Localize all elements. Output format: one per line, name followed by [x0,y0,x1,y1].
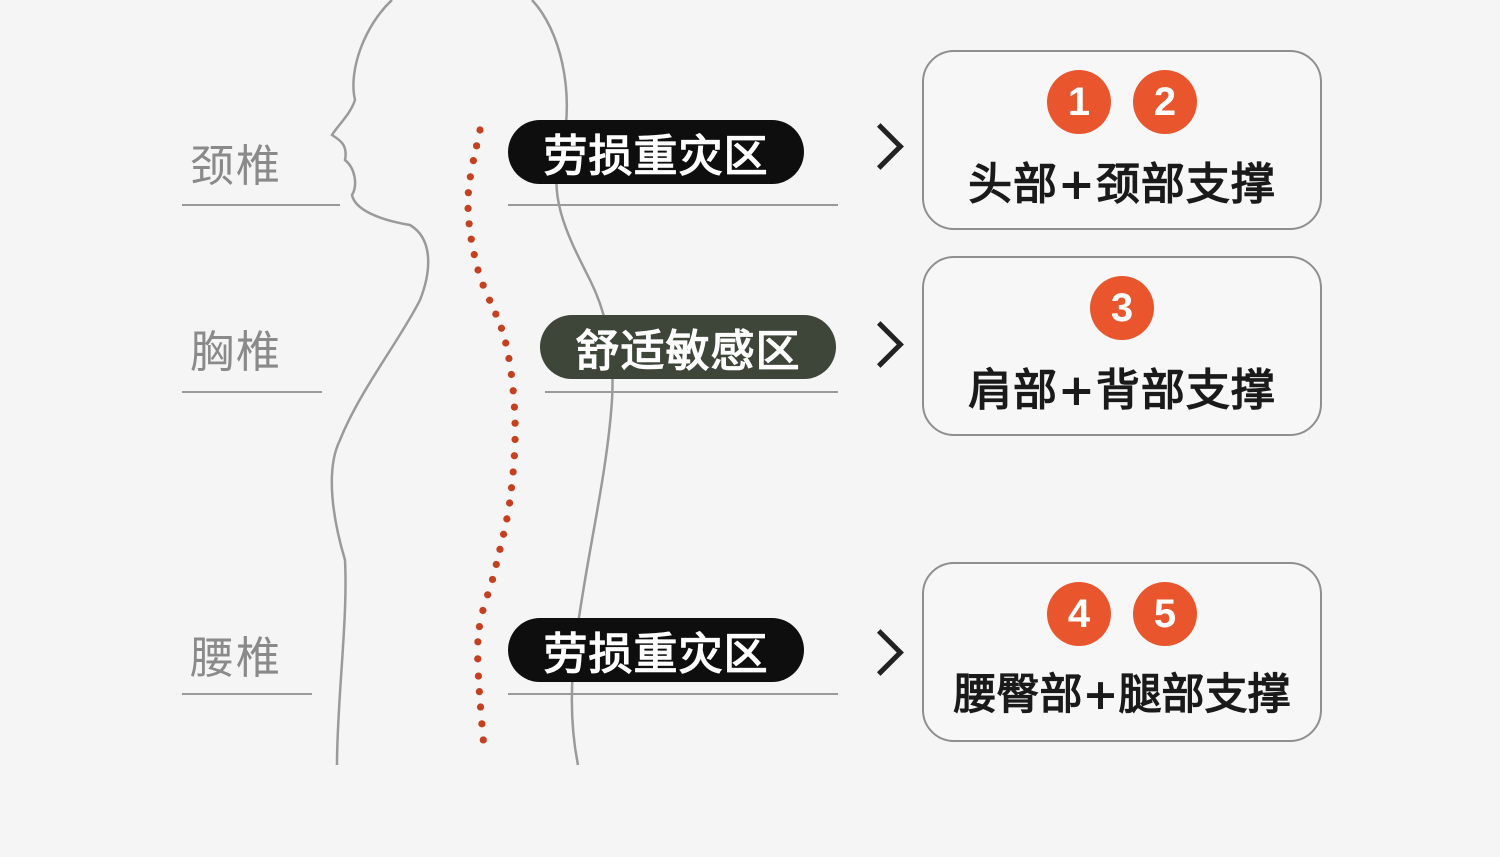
label-thoracic: 胸椎 [190,316,282,380]
spine-dot [473,142,480,149]
spine-dot [506,499,513,506]
spine-dot [511,420,518,427]
number-badge: 1 [1047,70,1111,134]
support-text: 肩部+背部支撑 [924,354,1320,418]
spine-dot [510,387,517,394]
spine-dot [465,189,472,196]
spine-dot [511,436,518,443]
spine-dot [484,591,491,598]
support-text: 头部+颈部支撑 [924,148,1320,212]
spine-dot [492,310,499,317]
number-badge: 5 [1133,582,1197,646]
spine-dot [502,339,509,346]
badge-group: 1 2 [924,70,1320,134]
body-silhouette-outline [332,0,428,765]
spine-dot [511,403,518,410]
spine-dot [474,655,481,662]
spine-dot [466,220,473,227]
zone-pill-lumbar: 劳损重灾区 [508,618,804,682]
label-thoracic-underline [182,391,322,393]
spine-dot [508,371,515,378]
spine-dot [511,452,518,459]
label-lumbar-underline [182,693,312,695]
badge-group: 3 [924,276,1320,340]
spine-dot [510,468,517,475]
support-box-waist-leg: 4 5 腰臀部+腿部支撑 [922,562,1322,742]
zone-pill-thoracic: 舒适敏感区 [540,315,836,379]
spine-dot [503,515,510,522]
spine-dot [505,355,512,362]
spine-dot [476,688,483,695]
label-cervical: 颈椎 [190,130,282,194]
number-badge: 3 [1090,276,1154,340]
label-cervical-underline [182,204,340,206]
spine-dot [475,672,482,679]
spine-dot [478,720,485,727]
spine-dot [474,638,481,645]
spine-dot [486,297,493,304]
spine-dot [489,576,496,583]
spine-dot [508,484,515,491]
spine-dot [493,561,500,568]
spine-dot [477,703,484,710]
spine-dot [498,325,505,332]
spine-dot [480,282,487,289]
zone-underline-cervical [508,204,838,206]
spine-dot [467,173,474,180]
spine-dot [476,126,483,133]
spine-dot [474,266,481,273]
spine-dot [496,546,503,553]
spine-dot [464,205,471,212]
spine-dot [470,157,477,164]
number-badge: 4 [1047,582,1111,646]
spine-dot [480,736,487,743]
support-box-head-neck: 1 2 头部+颈部支撑 [922,50,1322,230]
label-lumbar: 腰椎 [190,622,282,686]
zone-pill-cervical: 劳损重灾区 [508,120,804,184]
badge-group: 4 5 [924,582,1320,646]
spine-dot [468,236,475,243]
spine-dot [479,607,486,614]
number-badge: 2 [1133,70,1197,134]
spine-dot [500,531,507,538]
support-text: 腰臀部+腿部支撑 [924,660,1320,722]
zone-underline-lumbar [508,693,838,695]
spine-dot [476,623,483,630]
spine-dot [471,251,478,258]
support-box-shoulder-back: 3 肩部+背部支撑 [922,256,1322,436]
zone-underline-thoracic [545,391,838,393]
